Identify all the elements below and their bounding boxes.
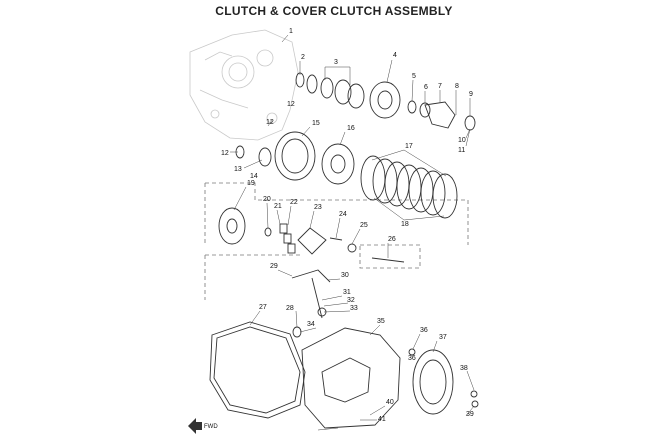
callout-16: 16 <box>347 125 355 132</box>
callout-11: 11 <box>458 147 465 154</box>
callout-35: 35 <box>377 318 385 325</box>
callout-17: 17 <box>405 143 413 150</box>
callout-10: 10 <box>458 137 466 144</box>
callout-9: 9 <box>469 91 473 98</box>
callout-38: 38 <box>460 365 468 372</box>
direction-label: FWD <box>204 424 218 430</box>
callout-19: 19 <box>247 180 255 187</box>
callout-41: 41 <box>378 416 386 423</box>
callout-15: 15 <box>312 120 320 127</box>
callout-7: 7 <box>438 83 442 90</box>
crankcase-outline <box>189 29 299 141</box>
callout-40: 40 <box>386 399 394 406</box>
callout-14: 14 <box>250 173 258 180</box>
forward-direction-arrow: FWD <box>188 418 218 434</box>
callout-2: 2 <box>301 54 305 61</box>
callout-36: 36 <box>408 355 416 362</box>
clutch-cover <box>301 327 479 429</box>
callout-1: 1 <box>289 28 293 35</box>
callout-12: 12 <box>221 150 229 157</box>
callout-37: 37 <box>439 334 447 341</box>
callout-12: 12 <box>266 119 274 126</box>
callout-26: 26 <box>388 236 396 243</box>
callout-3: 3 <box>334 59 338 66</box>
callout-32: 32 <box>347 297 355 304</box>
callout-34: 34 <box>307 321 315 328</box>
callout-leader-lines <box>230 34 475 431</box>
callout-36: 36 <box>420 327 428 334</box>
callout-18: 18 <box>401 221 409 228</box>
callout-31: 31 <box>343 289 351 296</box>
callout-24: 24 <box>339 211 347 218</box>
callout-29: 29 <box>270 263 278 270</box>
callout-12: 12 <box>287 101 295 108</box>
callout-20: 20 <box>263 196 271 203</box>
callout-8: 8 <box>455 83 459 90</box>
clutch-cover-gasket <box>209 321 306 419</box>
callout-6: 6 <box>424 84 428 91</box>
callout-22: 22 <box>290 199 298 206</box>
callout-23: 23 <box>314 204 322 211</box>
callout-5: 5 <box>412 73 416 80</box>
callout-13: 13 <box>234 166 242 173</box>
assembly-group-outlines <box>204 182 469 300</box>
callout-39: 39 <box>466 411 474 418</box>
callout-4: 4 <box>393 52 397 59</box>
clutch-plates <box>360 155 458 219</box>
pressure-plate-assembly <box>218 207 405 263</box>
callout-21: 21 <box>274 203 282 210</box>
callout-28: 28 <box>286 305 294 312</box>
shaft-gear-parts <box>295 72 476 131</box>
diagram-title: CLUTCH & COVER CLUTCH ASSEMBLY <box>215 4 453 18</box>
callout-33: 33 <box>350 305 358 312</box>
callout-25: 25 <box>360 222 368 229</box>
callout-30: 30 <box>341 272 349 279</box>
callout-27: 27 <box>259 304 267 311</box>
